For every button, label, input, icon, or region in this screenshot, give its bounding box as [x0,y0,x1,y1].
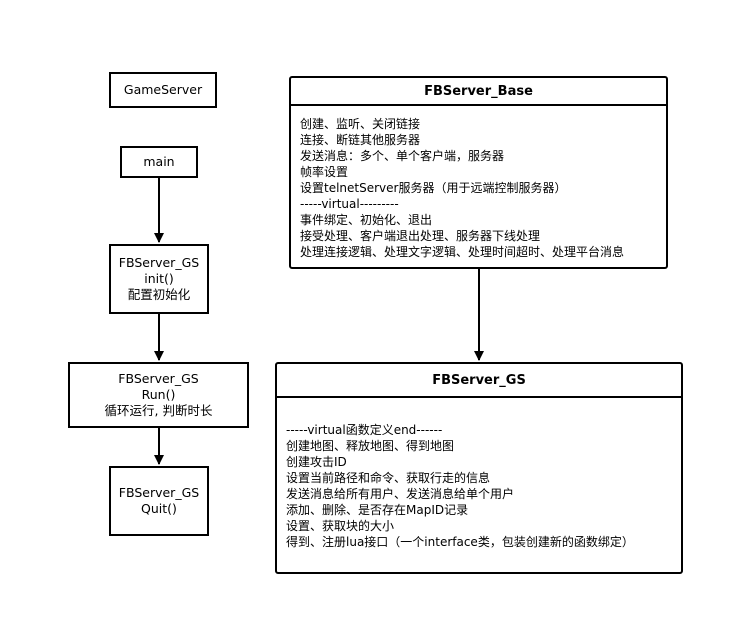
member-line: 发送消息：多个、单个客户端，服务器 [300,149,505,163]
fbserver-base-class-box: FBServer_Base 创建、监听、关闭链接 连接、断链其他服务器 发送消息… [289,76,668,269]
quit-box: FBServer_GS Quit() [109,466,209,536]
gameserver-box: GameServer [109,72,217,108]
quit-class-name: FBServer_GS [118,485,200,500]
member-line: 设置当前路径和命令、获取行走的信息 [286,471,491,485]
main-box: main [120,146,198,178]
init-class-name: FBServer_GS [118,255,200,270]
member-line: 创建、监听、关闭链接 [300,117,421,131]
virtual-divider-line: -----virtual--------- [300,197,399,211]
member-line: 事件绑定、初始化、退出 [300,213,433,227]
member-line: 添加、删除、是否存在MapID记录 [286,503,469,517]
fbserver-gs-title: FBServer_GS [277,364,681,398]
run-box: FBServer_GS Run() 循环运行, 判断时长 [68,362,249,428]
init-box: FBServer_GS init() 配置初始化 [109,244,209,314]
member-line: 得到、注册lua接口（一个interface类，包装创建新的函数绑定） [286,535,634,549]
member-line: 帧率设置 [300,165,349,179]
init-description: 配置初始化 [127,287,191,302]
init-method: init() [144,271,174,286]
fbserver-gs-members: -----virtual函数定义end------ 创建地图、释放地图、得到地图… [277,398,681,550]
member-line: 发送消息给所有用户、发送消息给单个用户 [286,487,515,501]
member-line: 设置、获取块的大小 [286,519,395,533]
member-line: 连接、断链其他服务器 [300,133,421,147]
member-line: 创建攻击ID [286,455,347,469]
fbserver-gs-class-box: FBServer_GS -----virtual函数定义end------ 创建… [275,362,683,574]
member-line: 设置telnetServer服务器（用于远端控制服务器） [300,181,567,195]
fbserver-base-title: FBServer_Base [291,78,666,106]
run-method: Run() [141,387,176,402]
main-label: main [143,154,175,169]
member-line: 创建地图、释放地图、得到地图 [286,439,455,453]
run-class-name: FBServer_GS [118,371,199,386]
member-line: 接受处理、客户端退出处理、服务器下线处理 [300,229,541,243]
member-line: 处理连接逻辑、处理文字逻辑、处理时间超时、处理平台消息 [300,245,625,259]
virtual-end-line: -----virtual函数定义end------ [286,423,443,437]
fbserver-base-members: 创建、监听、关闭链接 连接、断链其他服务器 发送消息：多个、单个客户端，服务器 … [291,106,666,260]
quit-method: Quit() [141,501,177,516]
gameserver-label: GameServer [123,82,203,97]
run-description: 循环运行, 判断时长 [104,403,213,418]
